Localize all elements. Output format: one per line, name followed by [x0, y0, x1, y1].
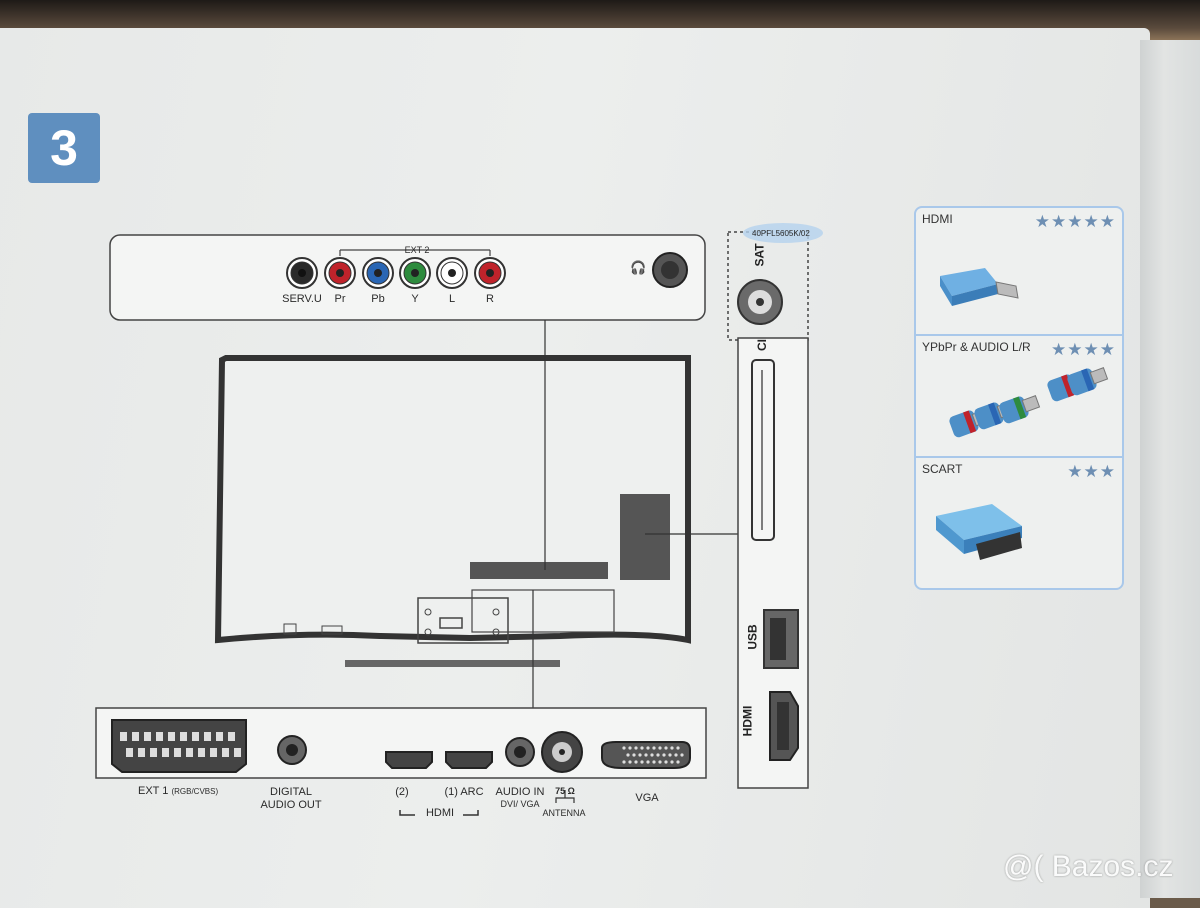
antenna-ohm-label: 75 Ω	[555, 786, 575, 796]
port-l	[436, 257, 468, 289]
port-label: Pb	[371, 293, 385, 305]
hdmi-group-label: HDMI	[425, 807, 455, 819]
headphone-icon: 🎧	[630, 260, 647, 275]
legend-row-hdmi: HDMI ★★★★★	[916, 208, 1122, 336]
hdmi-side-label: HDMI	[740, 705, 755, 737]
legend-row-ypbpr: YPbPr & AUDIO L/R ★★★★	[916, 336, 1122, 458]
tv-side-connector-slot	[470, 562, 608, 579]
ci-slot	[751, 359, 775, 541]
hdmi-cable-icon	[940, 268, 1019, 306]
watermark: @( Bazos.cz	[1003, 850, 1174, 883]
port-label: Pr	[334, 293, 346, 305]
step-badge: 3	[28, 113, 100, 183]
port-pb	[362, 257, 394, 289]
scart-cable-icon	[936, 504, 1022, 560]
connection-quality-legend: HDMI ★★★★★ YPbPr & AUDIO L/R ★★★★ SCART …	[914, 206, 1124, 590]
port-label: L	[448, 293, 456, 305]
hdmi1-label: (1) ARC	[444, 786, 484, 798]
usb-label: USB	[745, 624, 760, 650]
ext1-label: EXT 1 (RGB/CVBS)	[138, 785, 219, 797]
side-ports	[286, 257, 506, 289]
digital-label-line2: AUDIO OUT	[260, 799, 322, 811]
legend-name: SCART	[922, 462, 963, 476]
tv-stand-base	[345, 660, 560, 667]
port-y	[399, 257, 431, 289]
tv-bottom-connector-slot	[620, 494, 670, 580]
scart-port	[111, 719, 247, 773]
legend-row-scart: SCART ★★★	[916, 458, 1122, 586]
model-label: 40PFL5605K/02	[752, 229, 810, 238]
rating-stars: ★★★★★	[1034, 212, 1116, 231]
port-label: SERV.U	[282, 293, 322, 305]
rating-stars: ★★★★	[1051, 340, 1116, 359]
legend-name: HDMI	[922, 212, 953, 226]
port-label: R	[486, 293, 494, 305]
port-r	[474, 257, 506, 289]
port-servu	[286, 257, 318, 289]
port-pr	[324, 257, 356, 289]
antenna-label: ANTENNA	[542, 808, 586, 818]
legend-name: YPbPr & AUDIO L/R	[922, 340, 1031, 354]
tv-stand-bracket	[417, 597, 509, 644]
audio-in-label: AUDIO IN	[495, 786, 545, 798]
sat-label: SAT	[752, 243, 767, 267]
digital-label-line1: DIGITAL	[270, 786, 312, 798]
hdmi1-port	[445, 751, 493, 769]
hdmi2-label: (2)	[395, 786, 409, 798]
port-label: Y	[411, 293, 419, 305]
rca-cables-icon	[949, 367, 1109, 438]
ext2-label: EXT 2	[404, 245, 430, 255]
next-page-edge	[1140, 40, 1200, 898]
hdmi2-port	[385, 751, 433, 769]
ci-label: CI	[755, 339, 769, 351]
rating-stars: ★★★	[1067, 462, 1116, 481]
vga-label: VGA	[635, 792, 659, 804]
audio-in-sub-label: DVI/ VGA	[500, 799, 540, 809]
